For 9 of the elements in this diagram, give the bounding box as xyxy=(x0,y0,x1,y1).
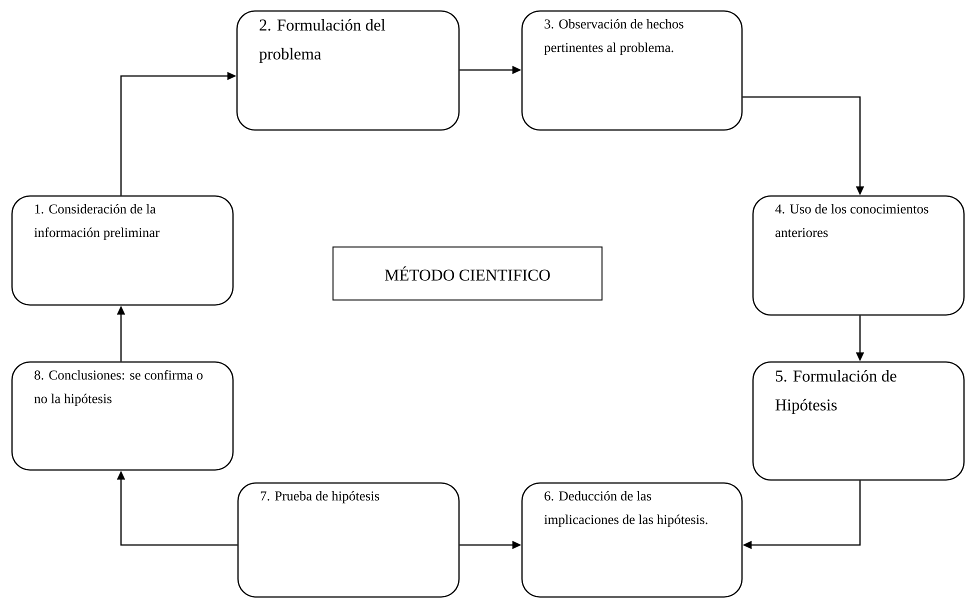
step-box: 4. Uso de los conocimientos anteriores xyxy=(752,195,965,316)
step-box: 8. Conclusiones: se confirma o no la hipótesis xyxy=(11,361,234,471)
step-box: 5. Formulación de Hipótesis xyxy=(752,361,965,481)
step-box: 6. Deducción de las implicaciones de las hipótesis. xyxy=(521,482,743,598)
title-box: MÉTODO CIENTIFICO xyxy=(332,246,602,300)
step-box: 2. Formulación del problema xyxy=(236,10,460,131)
step-box: 3. Observación de hechos pertinentes al problema. xyxy=(521,10,743,131)
step-box: 1. Consideración de la información preliminar xyxy=(11,195,234,306)
step-box: 7. Prueba de hipótesis xyxy=(237,482,460,598)
